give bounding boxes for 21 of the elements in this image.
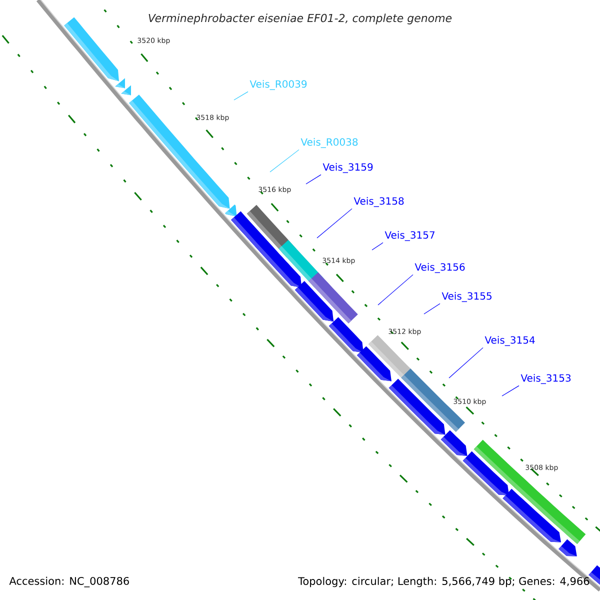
leader-line [270,149,300,172]
footer-text: Topology: circular; Length: 5,566,749 bp; Genes: 4,966 [298,576,590,588]
leader-line [306,174,322,184]
gene-label: Veis_3155 [442,292,492,302]
footer-text: Accession: NC_008786 [9,576,129,588]
gene-label: Veis_R0038 [300,138,358,148]
leader-line [378,274,414,306]
gene-label: Veis_3159 [322,163,373,173]
gene-label: Veis_3158 [354,197,404,207]
gene-label: Veis_3153 [520,374,571,384]
leader-line [316,208,352,238]
title: Verminephrobacter eiseniae EF01-2, complete genome [148,14,452,24]
leader-line [448,347,484,378]
gene-label: Veis_3156 [414,263,465,273]
gene-label: Veis_3154 [484,336,535,346]
leader-line [234,91,248,100]
gene-label: Veis_R0039 [250,80,307,90]
gene-label: Veis_3157 [384,231,434,241]
leader-line [502,385,520,396]
leader-line [424,303,440,314]
leader-line [372,242,384,250]
